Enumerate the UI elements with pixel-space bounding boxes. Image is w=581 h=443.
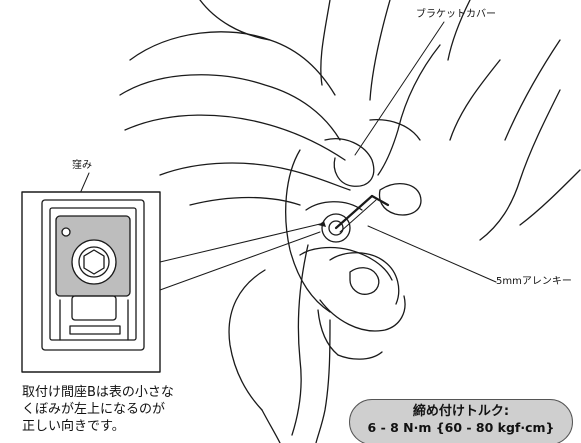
recess-label: 窪み bbox=[72, 160, 92, 171]
arrow-head bbox=[318, 221, 326, 227]
allen-key-label: 5mmアレンキー bbox=[496, 276, 572, 287]
spacer-inset-drawing bbox=[21, 191, 161, 373]
bracket-drawing bbox=[228, 149, 406, 443]
note-line: くぼみが左上になるのが bbox=[22, 402, 166, 417]
inset-connector-top bbox=[159, 223, 321, 263]
left-hand-drawing bbox=[119, 0, 375, 206]
orientation-note: 取付け間座Bは表の小さな くぼみが左上になるのが 正しい向きです。 bbox=[22, 384, 222, 435]
torque-title: 締め付けトルク: bbox=[412, 404, 510, 419]
torque-value: 6 - 8 N·m {60 - 80 kgf·cm} bbox=[367, 420, 555, 435]
note-line: 正しい向きです。 bbox=[22, 419, 125, 434]
inset-connector-bottom bbox=[159, 231, 321, 291]
bracket-cover-label: ブラケットカバー bbox=[416, 9, 496, 20]
right-hand-drawing bbox=[320, 0, 581, 241]
note-line: 取付け間座Bは表の小さな bbox=[22, 385, 174, 400]
allen-key-leader bbox=[367, 225, 497, 283]
bracket-cover-leader bbox=[354, 21, 445, 156]
torque-box: 締め付けトルク: 6 - 8 N·m {60 - 80 kgf·cm} bbox=[349, 399, 573, 443]
